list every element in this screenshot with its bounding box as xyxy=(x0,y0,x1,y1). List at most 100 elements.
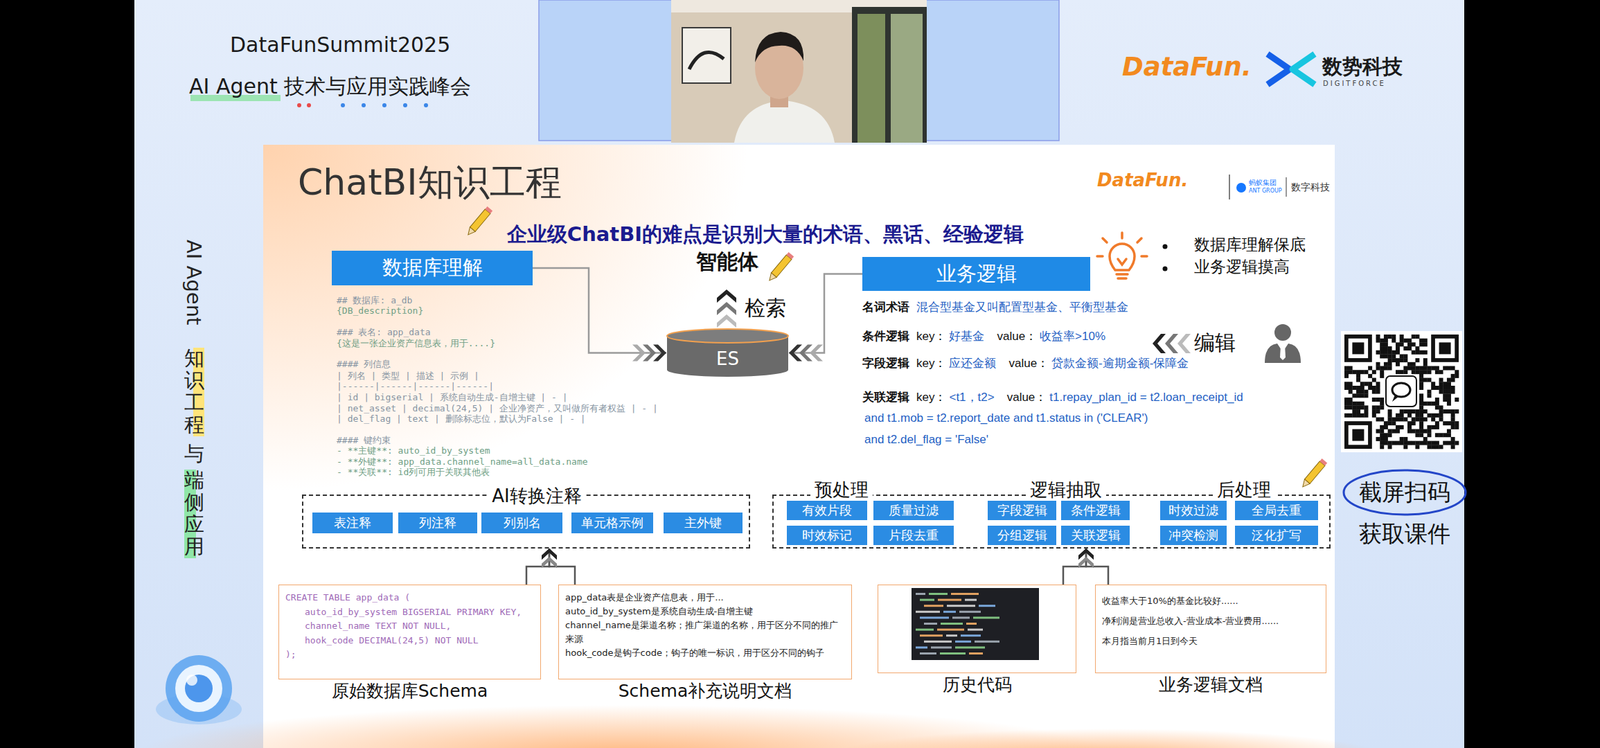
doc-line: auto_id_by_system BIGSERIAL PRIMARY KEY, xyxy=(285,605,535,620)
code-line: {DB_description} xyxy=(336,306,424,317)
qr-module xyxy=(1383,366,1389,371)
doc-caption: Schema补充说明文档 xyxy=(618,681,793,702)
group-title: 后处理 xyxy=(1212,479,1276,501)
qr-module xyxy=(1426,413,1431,418)
qr-module xyxy=(1388,444,1393,449)
qr-module xyxy=(1423,429,1428,434)
qr-module xyxy=(1388,334,1393,339)
qr-module xyxy=(1415,409,1420,414)
code-stroke xyxy=(919,599,935,602)
doc-line: app_data表是企业资产信息表，用于... xyxy=(565,590,846,605)
qr-module xyxy=(1442,385,1447,390)
qr-module xyxy=(1419,338,1424,343)
qr-module xyxy=(1399,437,1404,442)
qr-module xyxy=(1423,369,1428,375)
logic-text: key： xyxy=(916,390,947,405)
qr-module xyxy=(1379,441,1384,446)
doc-caption: 历史代码 xyxy=(942,675,1012,696)
qr-module xyxy=(1419,393,1424,398)
logic-row: and t2.del_flag = 'False' xyxy=(864,432,989,447)
qr-module xyxy=(1379,374,1384,379)
qr-hint: 截屏扫码 xyxy=(1358,479,1451,506)
code-stroke xyxy=(969,652,983,655)
qr-module xyxy=(1352,413,1357,418)
brand-icon xyxy=(1267,54,1315,85)
code-line: - **关联**: id列可用于关联其他表 xyxy=(336,467,490,478)
qr-module xyxy=(1442,393,1447,398)
qr-module xyxy=(1442,421,1447,426)
qr-module xyxy=(1454,374,1459,379)
qr-module xyxy=(1356,393,1361,398)
qr-module xyxy=(1423,416,1428,422)
code-stroke xyxy=(915,646,928,649)
qr-module xyxy=(1435,441,1440,446)
step-button: 字段逻辑 xyxy=(987,500,1057,521)
qr-module xyxy=(1442,381,1447,386)
qr-module xyxy=(1383,338,1389,343)
qr-module xyxy=(1383,437,1389,442)
qr-module xyxy=(1407,362,1412,367)
logic-row: 名词术语混合型基金又叫配置型基金、平衡型基金 xyxy=(862,300,1129,315)
node-text: 时效标记 xyxy=(802,527,852,544)
qr-module xyxy=(1415,413,1420,418)
qr-module xyxy=(1395,362,1400,367)
code-screenshot xyxy=(911,588,1039,661)
qr-module xyxy=(1423,366,1428,371)
brand-logo: 蚂蚁集团 xyxy=(1248,178,1277,188)
page-ground xyxy=(134,0,1465,748)
qr-module xyxy=(1388,416,1393,422)
qr-module xyxy=(1442,432,1447,438)
section-header: 数据库理解 xyxy=(331,250,533,286)
qr-module xyxy=(1430,381,1436,386)
qr-module xyxy=(1352,393,1357,398)
qr-module xyxy=(1376,437,1381,442)
doc-line: 本月指当前月1日到今天 xyxy=(1101,630,1320,652)
code-line: - **主键**: auto_id_by_system xyxy=(336,446,491,457)
node-text: 时效过滤 xyxy=(1168,502,1219,519)
qr-module xyxy=(1379,405,1384,410)
qr-module xyxy=(1391,338,1396,343)
qr-module xyxy=(1419,429,1424,434)
qr-module xyxy=(1356,405,1361,410)
qr-module xyxy=(1372,413,1377,418)
logic-text: key： xyxy=(916,329,947,344)
qr-module xyxy=(1383,425,1389,430)
qr-module xyxy=(1415,369,1420,375)
qr-module xyxy=(1423,437,1428,442)
logic-text: <t1，t2> xyxy=(948,390,994,405)
qr-module xyxy=(1426,444,1431,449)
qr-module xyxy=(1426,389,1431,395)
up-chevrons xyxy=(716,289,737,328)
qr-module xyxy=(1454,409,1459,414)
qr-module xyxy=(1415,346,1420,351)
qr-module xyxy=(1391,353,1396,359)
qr-module xyxy=(1423,350,1428,355)
qr-module xyxy=(1372,405,1377,410)
qr-module xyxy=(1395,416,1400,422)
node-text: 分组逻辑 xyxy=(997,527,1048,544)
node-text: ES xyxy=(716,348,740,370)
qr-module xyxy=(1419,369,1424,375)
pencil-icon xyxy=(766,252,794,283)
qr-module xyxy=(1423,362,1428,367)
qr-module xyxy=(1395,369,1400,375)
qr-module xyxy=(1367,381,1373,386)
brand-logo: DataFun. xyxy=(1097,170,1188,192)
qr-module xyxy=(1446,401,1452,406)
qr-module xyxy=(1376,385,1381,390)
qr-module xyxy=(1395,342,1400,347)
source-doc: 收益率大于10%的基金比较好......净利润是营业总收入-营业成本-营业费用.… xyxy=(1095,584,1327,674)
qr-module xyxy=(1426,432,1431,438)
flow-label: 检索 xyxy=(744,296,787,321)
doc-caption: 业务逻辑文档 xyxy=(1158,675,1263,696)
highlight-mark xyxy=(190,94,281,102)
qr-module xyxy=(1376,381,1381,386)
logic-text: 字段逻辑 xyxy=(862,356,910,371)
node-text: 列注释 xyxy=(419,514,457,532)
bullet-text: 业务逻辑摸高 xyxy=(1194,257,1290,276)
source-doc: 历史代码 xyxy=(877,584,1077,674)
qr-module xyxy=(1426,425,1431,430)
qr-module xyxy=(1379,366,1384,371)
qr-module xyxy=(1446,366,1452,371)
